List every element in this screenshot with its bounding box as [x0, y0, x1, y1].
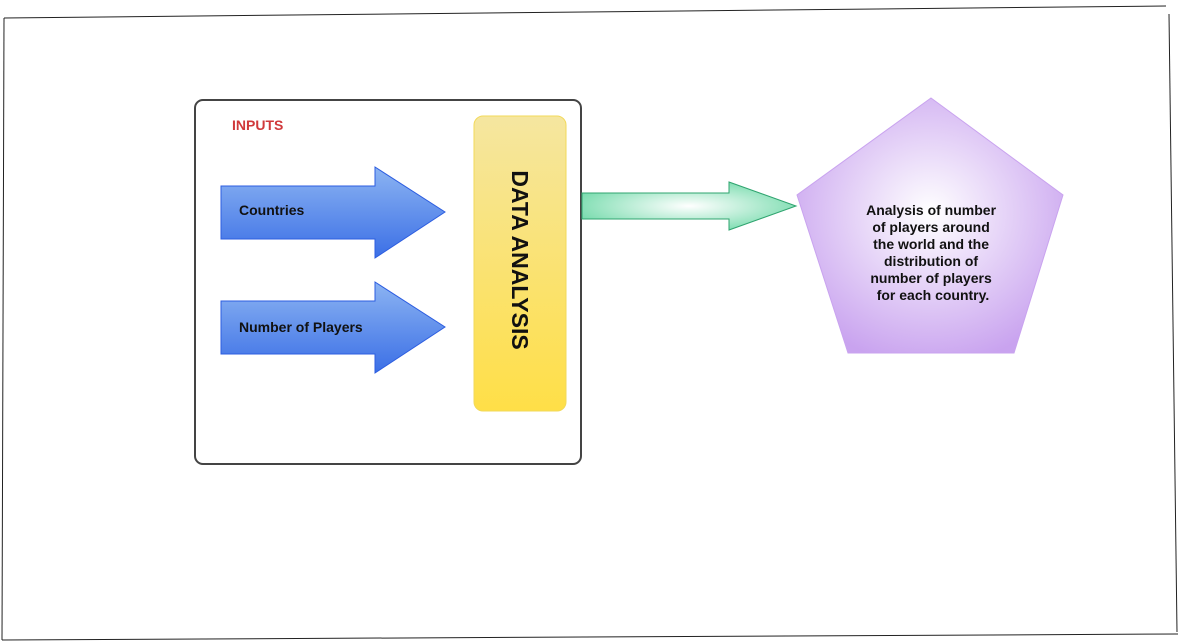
output-text-line: the world and the: [873, 236, 989, 252]
input-arrow-number-of-players-label: Number of Players: [239, 319, 363, 335]
output-text-line: distribution of: [884, 253, 978, 269]
output-text: Analysis of number of players around the…: [866, 202, 1000, 303]
data-analysis-box: [473, 115, 567, 412]
input-arrow-number-of-players: [220, 281, 446, 374]
input-arrow-countries: [220, 166, 446, 259]
page-frame: [1, 5, 1179, 641]
input-arrow-countries-label: Countries: [239, 202, 305, 218]
connector-arrow: [581, 181, 798, 231]
output-text-line: of players around: [872, 219, 989, 235]
inputs-title: INPUTS: [232, 117, 283, 133]
output-text-line: for each country.: [877, 287, 990, 303]
output-text-line: number of players: [870, 270, 992, 286]
output-text-line: Analysis of number: [866, 202, 996, 218]
output-pentagon: [796, 97, 1064, 354]
data-analysis-label: DATA ANALYSIS: [507, 170, 533, 349]
